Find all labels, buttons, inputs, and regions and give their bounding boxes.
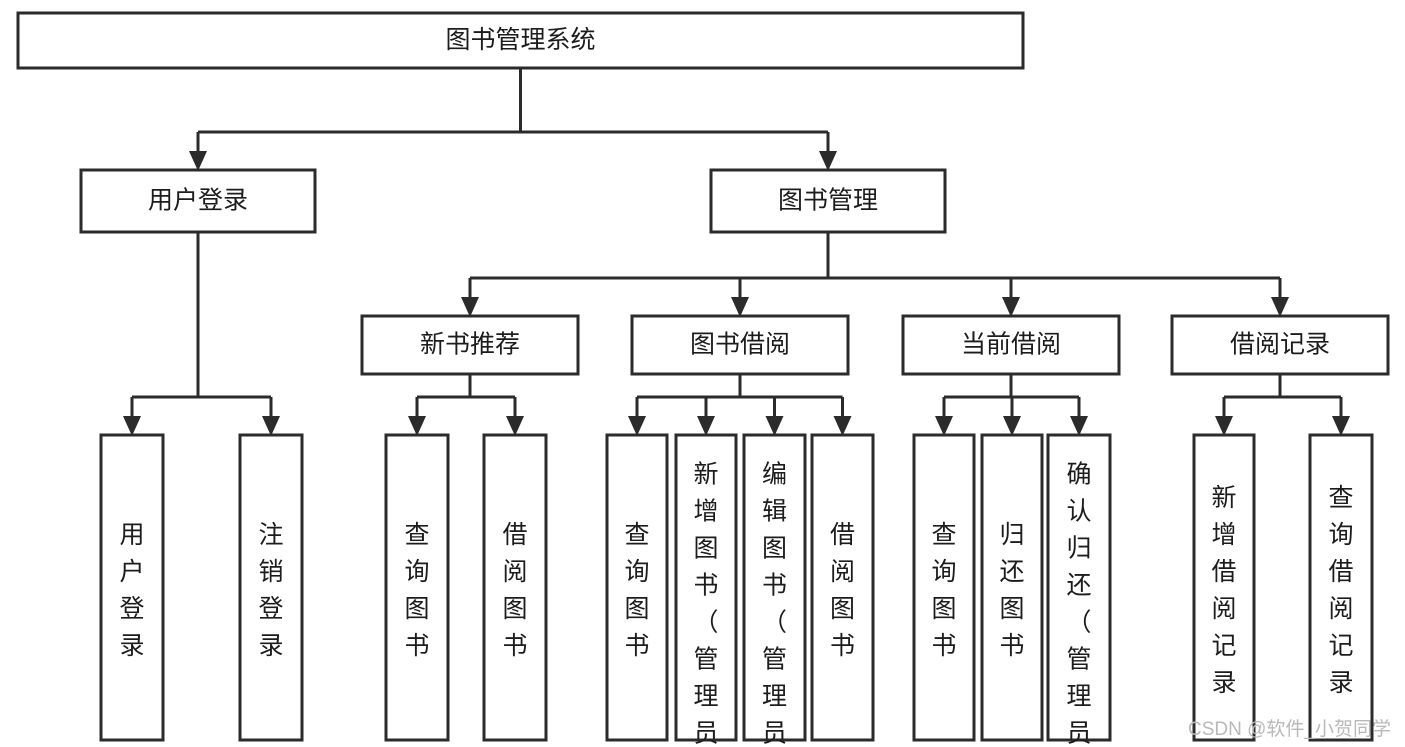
node-leaf-4[interactable]: 查询图书 <box>605 433 669 742</box>
arrowhead-icon <box>1070 416 1088 436</box>
arrowhead-icon <box>123 416 141 436</box>
node-leaf-7[interactable]: 借阅图书 <box>810 433 875 742</box>
arrowhead-icon <box>819 151 837 171</box>
node-l3-0[interactable]: 新书推荐 <box>360 314 580 376</box>
node-leaf-0-label: 用户登录 <box>119 521 144 660</box>
node-leaf-11[interactable]: 新增借阅记录 <box>1192 433 1256 742</box>
node-leaf-5-label: 新增图书（管理员） <box>693 460 718 747</box>
node-l3-2[interactable]: 当前借阅 <box>901 314 1121 376</box>
node-l3-3-label: 借阅记录 <box>1230 331 1330 359</box>
arrowhead-icon <box>1332 416 1350 436</box>
node-leaf-6-rect[interactable] <box>742 433 807 742</box>
arrowhead-icon <box>731 297 749 317</box>
node-leaf-12-label: 查询借阅记录 <box>1328 484 1353 697</box>
node-l2-1-rect[interactable] <box>709 168 947 234</box>
edges-layer <box>123 68 1350 436</box>
node-leaf-1[interactable]: 注销登录 <box>238 433 304 742</box>
node-leaf-8-rect[interactable] <box>912 433 976 742</box>
node-leaf-6-label: 编辑图书（管理员） <box>762 460 787 747</box>
node-l2-0-label: 用户登录 <box>148 187 248 215</box>
node-leaf-0-rect[interactable] <box>99 433 165 742</box>
node-leaf-10[interactable]: 确认归还（管理员） <box>1046 433 1112 747</box>
node-leaf-0[interactable]: 用户登录 <box>99 433 165 742</box>
node-leaf-8-label: 查询图书 <box>931 521 956 660</box>
node-leaf-10-rect[interactable] <box>1046 433 1112 742</box>
node-root-label: 图书管理系统 <box>445 26 595 54</box>
node-l3-3[interactable]: 借阅记录 <box>1170 314 1390 376</box>
arrowhead-icon <box>189 151 207 171</box>
node-leaf-5[interactable]: 新增图书（管理员） <box>674 433 738 747</box>
node-leaf-7-label: 借阅图书 <box>830 521 855 660</box>
node-leaf-2-label: 查询图书 <box>404 521 429 660</box>
node-leaf-9-label: 归还图书 <box>999 521 1024 660</box>
node-l3-1-label: 图书借阅 <box>690 331 790 359</box>
node-leaf-6[interactable]: 编辑图书（管理员） <box>742 433 807 747</box>
arrowhead-icon <box>935 416 953 436</box>
node-leaf-9-rect[interactable] <box>980 433 1044 742</box>
arrowhead-icon <box>408 416 426 436</box>
node-leaf-3-label: 借阅图书 <box>502 521 527 660</box>
node-leaf-11-label: 新增借阅记录 <box>1211 484 1236 697</box>
node-leaf-9[interactable]: 归还图书 <box>980 433 1044 742</box>
watermark-text: CSDN @软件_小贺同学 <box>1188 719 1391 740</box>
node-l3-2-label: 当前借阅 <box>961 331 1061 359</box>
node-root[interactable]: 图书管理系统 <box>16 11 1025 70</box>
node-leaf-3[interactable]: 借阅图书 <box>482 433 548 742</box>
node-l3-0-rect[interactable] <box>360 314 580 376</box>
arrowhead-icon <box>1215 416 1233 436</box>
node-l2-1[interactable]: 图书管理 <box>709 168 947 234</box>
node-l3-2-rect[interactable] <box>901 314 1121 376</box>
node-leaf-8[interactable]: 查询图书 <box>912 433 976 742</box>
node-leaf-10-label: 确认归还（管理员） <box>1066 460 1091 747</box>
node-l2-0-rect[interactable] <box>79 168 317 234</box>
node-leaf-11-rect[interactable] <box>1192 433 1256 742</box>
arrowhead-icon <box>833 416 852 436</box>
arrowhead-icon <box>697 416 715 436</box>
arrowhead-icon <box>461 297 479 317</box>
node-leaf-12[interactable]: 查询借阅记录 <box>1308 433 1374 742</box>
nodes-layer: 图书管理系统用户登录图书管理新书推荐图书借阅当前借阅借阅记录用户登录注销登录查询… <box>16 11 1390 747</box>
arrowhead-icon <box>1002 297 1020 317</box>
node-l3-3-rect[interactable] <box>1170 314 1390 376</box>
node-l3-0-label: 新书推荐 <box>420 331 520 359</box>
node-leaf-4-rect[interactable] <box>605 433 669 742</box>
node-l2-1-label: 图书管理 <box>778 187 878 215</box>
node-leaf-3-rect[interactable] <box>482 433 548 742</box>
node-leaf-2[interactable]: 查询图书 <box>384 433 450 742</box>
arrowhead-icon <box>506 416 524 436</box>
node-root-rect[interactable] <box>16 11 1025 70</box>
node-leaf-1-rect[interactable] <box>238 433 304 742</box>
node-leaf-1-label: 注销登录 <box>258 521 283 660</box>
arrowhead-icon <box>1271 297 1289 317</box>
arrowhead-icon <box>628 416 646 436</box>
node-leaf-2-rect[interactable] <box>384 433 450 742</box>
node-leaf-12-rect[interactable] <box>1308 433 1374 742</box>
arrowhead-icon <box>765 416 784 436</box>
node-leaf-5-rect[interactable] <box>674 433 738 742</box>
node-l3-1[interactable]: 图书借阅 <box>630 314 850 376</box>
arrowhead-icon <box>262 416 280 436</box>
node-leaf-7-rect[interactable] <box>810 433 875 742</box>
node-leaf-4-label: 查询图书 <box>624 521 649 660</box>
arrowhead-icon <box>1003 416 1021 436</box>
node-l2-0[interactable]: 用户登录 <box>79 168 317 234</box>
node-l3-1-rect[interactable] <box>630 314 850 376</box>
